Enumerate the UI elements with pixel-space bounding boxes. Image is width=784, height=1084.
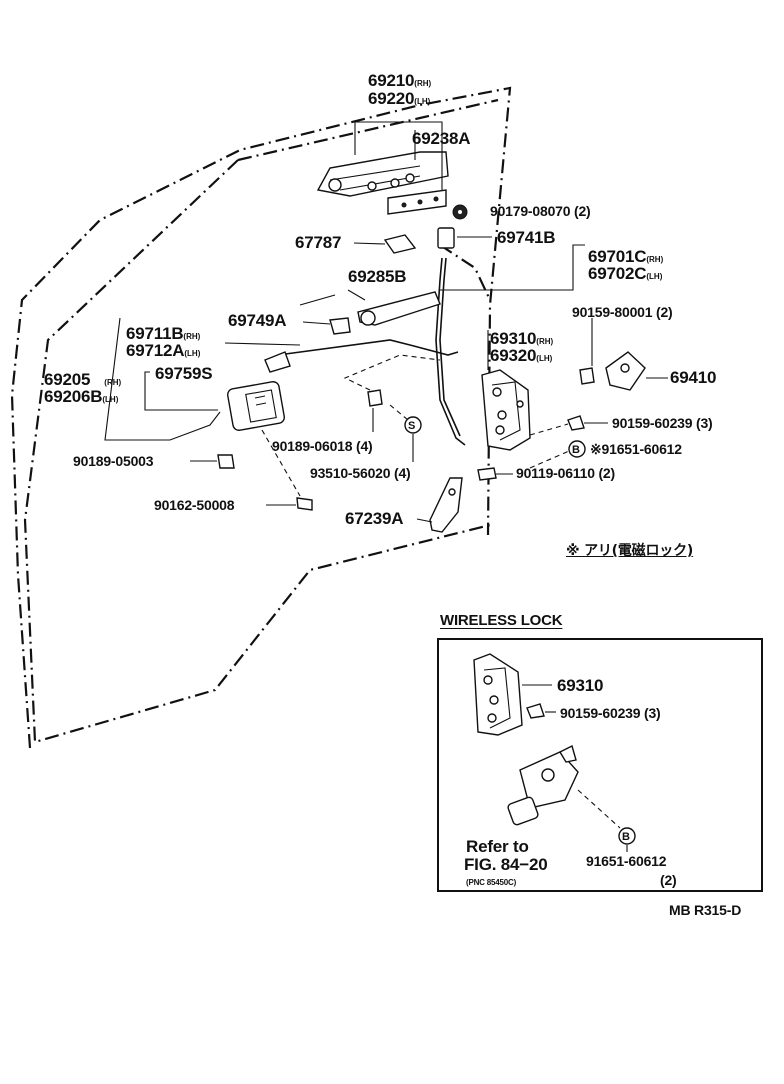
handle-pad	[387, 189, 447, 215]
wireless-lock-box	[437, 638, 763, 892]
figure-reference: FIG. 84−20	[464, 855, 548, 874]
nut-90179	[452, 204, 468, 220]
inside-lock-rod	[224, 294, 459, 356]
clip-69759s	[264, 351, 291, 373]
mark-b-text: B	[572, 444, 580, 456]
label-67787: 67787	[295, 233, 342, 252]
label-91651: ※91651-60612	[590, 441, 682, 457]
label-69310-main: 69310(RH)	[490, 329, 554, 348]
inside-handle-bezel	[144, 371, 286, 431]
label-90189-06018: 90189-06018 (4)	[272, 438, 373, 454]
screw-90162	[261, 429, 313, 511]
label-69410: 69410	[670, 368, 717, 387]
label-wireless-91651: 91651-60612	[586, 853, 667, 869]
wireless-mark-b-text: B	[622, 831, 630, 843]
nut-90189-06018	[343, 354, 441, 432]
label-90162: 90162-50008	[154, 497, 235, 513]
label-90159-80001: 90159-80001 (2)	[572, 304, 673, 320]
label-90119: 90119-06110 (2)	[516, 465, 615, 481]
wireless-b-mark	[618, 827, 636, 852]
screw-90159-80001	[579, 318, 595, 385]
door-lock-assembly	[481, 330, 531, 451]
screw-90189-05003	[190, 454, 235, 469]
clip-67787	[353, 234, 417, 254]
inside-handle	[347, 289, 441, 326]
label-69210: 69210(RH)	[368, 71, 432, 90]
label-69759s: 69759S	[155, 364, 213, 383]
screw-90119	[477, 467, 513, 481]
lock-bracket	[416, 477, 463, 533]
refer-to-text: Refer to	[466, 837, 529, 856]
label-69702c: 69702C(LH)	[588, 264, 663, 283]
label-wireless-90159: 90159-60239 (3)	[560, 705, 661, 721]
label-69220: 69220(LH)	[368, 89, 431, 108]
label-90179: 90179-08070 (2)	[490, 203, 591, 219]
outside-door-handle	[316, 151, 449, 197]
label-wireless-91651-qty: (2)	[660, 872, 677, 888]
label-69205: 69205(RH)	[44, 370, 122, 389]
wireless-lock-title: WIRELESS LOCK	[440, 612, 563, 629]
label-69320: 69320(LH)	[490, 346, 553, 365]
clip-69749a	[302, 317, 351, 335]
label-69741b: 69741B	[497, 228, 556, 247]
door-outline	[10, 86, 512, 749]
label-69701c: 69701C(RH)	[588, 247, 664, 266]
leader-69210	[354, 121, 443, 190]
lock-rod	[435, 244, 585, 446]
label-67239a: 67239A	[345, 509, 404, 528]
label-wireless-69310: 69310	[557, 676, 604, 695]
clip-69741b	[437, 227, 492, 249]
note-electromagnetic-lock: ※ アリ(電磁ロック)	[566, 543, 694, 559]
door-striker	[605, 351, 668, 391]
b-mark	[529, 440, 586, 469]
label-69749a: 69749A	[228, 311, 287, 330]
screw-90159-60239	[529, 415, 608, 436]
label-90159-60239: 90159-60239 (3)	[612, 415, 713, 431]
wireless-door-lock	[473, 653, 552, 736]
label-69285b: 69285B	[348, 267, 407, 286]
label-93510: 93510-56020 (4)	[310, 465, 411, 481]
label-69206b: 69206B(LH)	[44, 387, 119, 406]
leader-69205	[104, 317, 221, 441]
s-mark	[389, 404, 422, 462]
wireless-screw	[526, 703, 556, 719]
mark-s-text: S	[408, 420, 416, 432]
label-69711b: 69711B(RH)	[126, 324, 201, 343]
pnc-reference: (PNC 85450C)	[466, 878, 517, 887]
label-90189-05003: 90189-05003	[73, 453, 154, 469]
label-69712a: 69712A(LH)	[126, 341, 201, 360]
label-69238a: 69238A	[412, 129, 471, 148]
diagram-id: MB R315-D	[669, 902, 742, 918]
wireless-lock-actuator	[507, 744, 621, 829]
